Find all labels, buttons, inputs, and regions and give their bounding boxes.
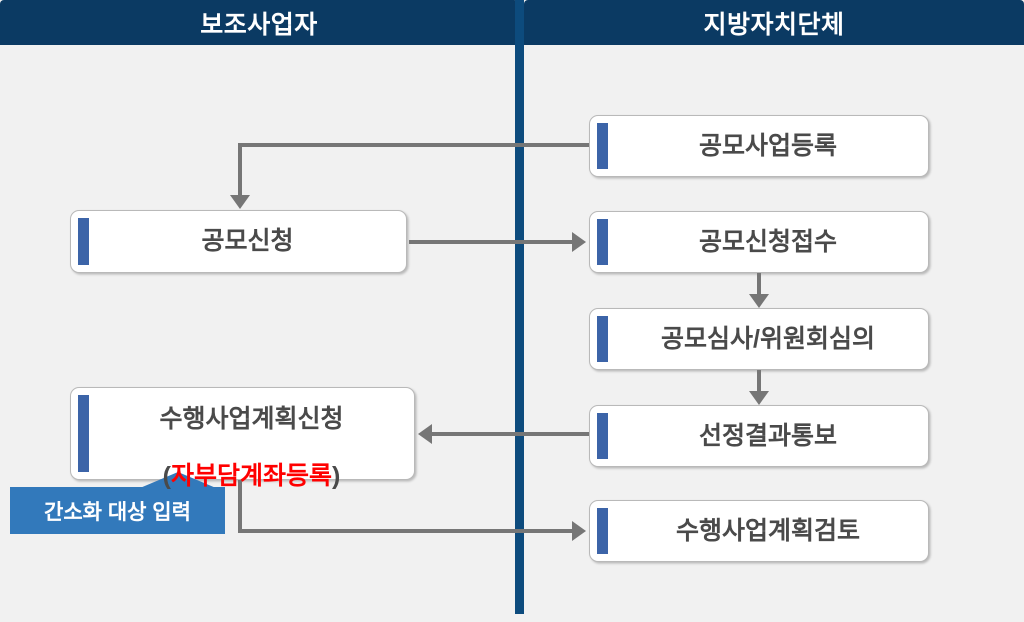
node-gongmo-simsa[interactable]: 공모심사/위원회심의 bbox=[589, 308, 929, 370]
node-suhaeng-gyehoek-geomto[interactable]: 수행사업계획검토 bbox=[589, 500, 929, 562]
node-label-paren-open: ( bbox=[162, 462, 171, 491]
connector-receive-to-review-vertical bbox=[757, 273, 761, 296]
node-accent-bar bbox=[597, 219, 608, 265]
node-label: 공모신청 bbox=[201, 227, 294, 256]
connector-register-to-apply-horizontal bbox=[240, 143, 589, 147]
node-label-multiline: 수행사업계획신청 (자부담계좌등록) bbox=[141, 376, 343, 491]
connector-register-to-apply-vertical bbox=[238, 143, 242, 196]
connector-receive-to-review-arrowhead bbox=[749, 294, 769, 308]
node-label: 공모심사/위원회심의 bbox=[661, 324, 875, 353]
node-label-highlight: 자부담계좌등록 bbox=[170, 462, 332, 491]
node-seonjeong-tongbo[interactable]: 선정결과통보 bbox=[589, 405, 929, 467]
callout-simplification-target: 간소화 대상 입력 bbox=[10, 472, 225, 534]
node-label: 선정결과통보 bbox=[698, 421, 837, 450]
node-gongmo-sincheong-jeopsu[interactable]: 공모신청접수 bbox=[589, 211, 929, 273]
node-label: 공모신청접수 bbox=[698, 227, 837, 256]
node-accent-bar bbox=[597, 508, 608, 554]
callout-label: 간소화 대상 입력 bbox=[44, 500, 191, 524]
node-gongmo-sincheong[interactable]: 공모신청 bbox=[70, 210, 407, 273]
node-label: 공모사업등록 bbox=[698, 131, 837, 160]
callout-pointer bbox=[140, 472, 216, 488]
column-header-right-label: 지방자치단체 bbox=[703, 10, 845, 39]
column-header-left-label: 보조사업자 bbox=[200, 10, 318, 39]
column-header-left: 보조사업자 bbox=[0, 0, 518, 45]
connector-plan-to-examine-horizontal bbox=[238, 529, 573, 533]
connector-notify-to-plan-arrowhead bbox=[418, 424, 432, 444]
node-gongmo-saup-deungrok[interactable]: 공모사업등록 bbox=[589, 115, 929, 177]
node-accent-bar bbox=[597, 316, 608, 362]
connector-review-to-notify-vertical bbox=[757, 370, 761, 393]
node-accent-bar bbox=[597, 413, 608, 459]
connector-plan-to-examine-arrowhead bbox=[572, 521, 586, 541]
connector-plan-to-examine-vertical bbox=[238, 480, 242, 532]
connector-notify-to-plan-horizontal bbox=[432, 432, 589, 436]
connector-apply-to-receive-arrowhead bbox=[572, 232, 586, 252]
swimlane-divider bbox=[515, 0, 524, 614]
connector-apply-to-receive-horizontal bbox=[409, 240, 573, 244]
connector-register-to-apply-arrowhead bbox=[230, 195, 250, 209]
node-label-line1: 수행사업계획신청 bbox=[159, 404, 344, 433]
connector-review-to-notify-arrowhead bbox=[749, 391, 769, 405]
node-suhaeng-gyehoek-sincheong[interactable]: 수행사업계획신청 (자부담계좌등록) bbox=[70, 387, 415, 490]
node-label-paren-close: ) bbox=[332, 462, 341, 491]
node-accent-bar bbox=[78, 395, 89, 472]
node-label: 수행사업계획검토 bbox=[675, 516, 860, 545]
node-accent-bar bbox=[597, 123, 608, 169]
callout-body: 간소화 대상 입력 bbox=[10, 487, 225, 534]
column-header-right: 지방자치단체 bbox=[524, 0, 1024, 45]
node-accent-bar bbox=[78, 218, 89, 265]
